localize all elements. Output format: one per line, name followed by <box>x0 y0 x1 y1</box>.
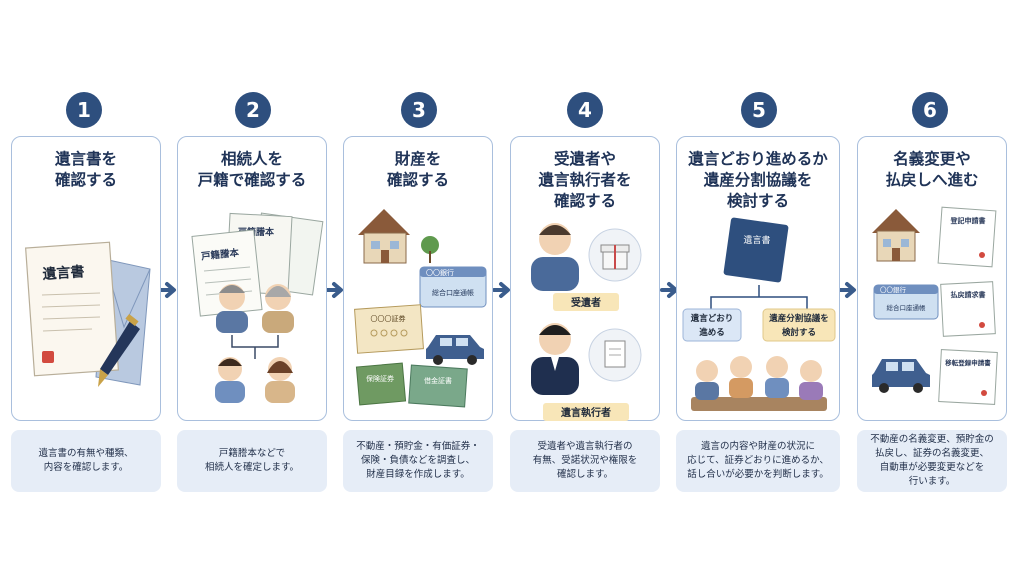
refund-label: 払戻請求書 <box>951 290 986 299</box>
car-icon <box>426 335 484 365</box>
option-follow-label-2: 進める <box>699 327 725 338</box>
arrow-icon <box>158 282 176 298</box>
arrow-icon <box>838 282 856 298</box>
step-5-number: 5 <box>741 92 777 128</box>
registration-label: 登記申請書 <box>950 216 986 225</box>
assets-illustration: 〇〇銀行 総合口座通帳 〇〇〇証券 保険証券 借金証書 <box>354 209 487 408</box>
step-3-card: 財産を 確認する 〇〇銀行 総合口座通帳 〇〇〇証券 <box>343 136 493 421</box>
car-icon <box>872 359 930 393</box>
step-4-description: 受遺者や遺言執行者の 有無、受諾状況や権限を 確認します。 <box>510 430 660 492</box>
step-2-title: 相続人を 戸籍で確認する <box>197 150 307 189</box>
step-1-number: 1 <box>66 92 102 128</box>
step-5-card: 遺言どおり進めるか 遺産分割協議を 検討する 遺言書 遺言どおり 進める 遺産分… <box>676 136 840 421</box>
step-3-number: 3 <box>401 92 437 128</box>
option-discuss-label-1: 遺産分割協議を <box>768 313 829 324</box>
refund-request-icon: 払戻請求書 <box>940 281 996 337</box>
book-title-label: 遺言書 <box>743 234 770 246</box>
register-front-label: 戸籍謄本 <box>201 247 241 263</box>
step-2-description: 戸籍謄本などで 相続人を確定します。 <box>177 430 327 492</box>
legatee-avatar <box>531 223 579 291</box>
transfer-form-icon: 移転登録申請書 <box>938 349 998 405</box>
step-5-description: 遺言の内容や財産の状況に 応じて、証券どおりに進めるか、 話し合いが必要かを判断… <box>676 430 840 492</box>
step-1-description: 遺言書の有無や種類、 内容を確認します。 <box>11 430 161 492</box>
step-4-title: 受遺者や 遺言執行者を 確認する <box>538 150 632 210</box>
bank-book-icon: 〇〇銀行 総合口座通帳 <box>419 266 487 308</box>
loan-document-icon: 借金証書 <box>408 364 468 408</box>
step-4-number: 4 <box>567 92 603 128</box>
insurance-label: 保険証券 <box>366 374 394 383</box>
decision-illustration: 遺言書 遺言どおり 進める 遺産分割協議を 検討する <box>682 217 836 411</box>
house-icon <box>358 209 439 264</box>
bank-name-label: 〇〇銀行 <box>426 268 454 277</box>
house-icon <box>872 209 920 262</box>
children-avatar <box>215 357 295 403</box>
step-5-title: 遺言どおり進めるか 遺産分割協議を 検討する <box>688 150 828 210</box>
gift-icon <box>588 228 642 282</box>
family-discussion-icon <box>691 356 827 411</box>
securities-label: 〇〇〇証券 <box>371 314 406 323</box>
executor-label: 遺言執行者 <box>560 406 611 419</box>
arrow-icon <box>492 282 510 298</box>
step-6-number: 6 <box>912 92 948 128</box>
step-6-card: 名義変更や 払戻しへ進む 登記申請書 〇〇銀行 総合口座通帳 払戻請求書 <box>857 136 1007 421</box>
insurance-policy-icon: 保険証券 <box>355 362 407 406</box>
fountain-pen-icon <box>98 313 140 387</box>
option-discuss-label-2: 検討する <box>782 327 816 338</box>
step-1-title: 遺言書を 確認する <box>54 150 117 189</box>
step-2-number: 2 <box>235 92 271 128</box>
car-transfer-label: 移転登録申請書 <box>945 358 991 367</box>
step-4-card: 受遺者や 遺言執行者を 確認する 受遺者 遺言執行者 <box>510 136 660 421</box>
bank-account-label: 総合口座通帳 <box>432 288 474 297</box>
transfer-illustration: 登記申請書 〇〇銀行 総合口座通帳 払戻請求書 移転登録申請書 <box>872 206 998 405</box>
seal-icon <box>42 351 54 363</box>
step-3-title: 財産を 確認する <box>386 150 449 189</box>
executor-avatar <box>531 323 579 395</box>
arrow-icon <box>325 282 343 298</box>
option-follow-label-1: 遺言どおり <box>690 313 734 324</box>
step-1-card: 遺言書を 確認する 遺言書 <box>11 136 161 421</box>
step-3-description: 不動産・預貯金・有価証券・ 保険・負債などを調査し、 財産目録を作成します。 <box>343 430 493 492</box>
step-2-card: 相続人を 戸籍で確認する 戸籍謄本 戸籍謄本 <box>177 136 327 421</box>
will-book-icon: 遺言書 <box>723 217 789 283</box>
step-6-description: 不動産の名義変更、預貯金の 払戻し、証券の名義変更、 自動車が必要変更などを 行… <box>857 430 1007 492</box>
step-6-title: 名義変更や 払戻しへ進む <box>885 150 979 189</box>
bank-account-label: 総合口座通帳 <box>887 303 927 312</box>
securities-certificate-icon: 〇〇〇証券 <box>354 304 424 354</box>
document-icon <box>588 328 642 382</box>
loan-label: 借金証書 <box>424 376 452 385</box>
legatee-label: 受遺者 <box>571 296 601 309</box>
parents-avatar <box>216 284 294 333</box>
will-document-label: 遺言書 <box>42 263 85 283</box>
bank-name-label: 〇〇銀行 <box>880 285 907 294</box>
registration-form-icon: 登記申請書 <box>937 206 997 268</box>
family-register-illustration: 戸籍謄本 戸籍謄本 <box>191 212 324 403</box>
bank-book-icon: 〇〇銀行 総合口座通帳 <box>873 284 939 320</box>
legatee-executor-illustration: 受遺者 遺言執行者 <box>531 223 642 421</box>
will-document-illustration: 遺言書 <box>24 241 151 387</box>
